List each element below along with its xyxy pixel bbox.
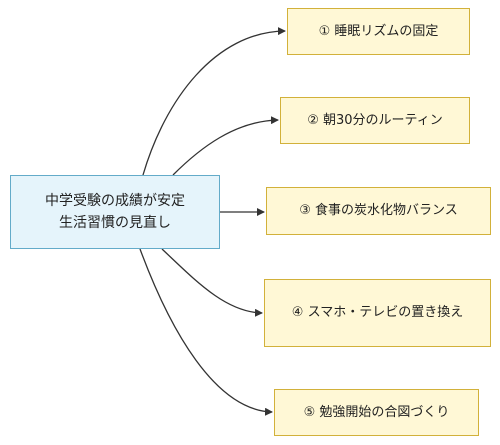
item-node-2-label: ② 朝30分のルーティン (307, 112, 443, 128)
root-node: 中学受験の成績が安定 生活習慣の見直し (10, 175, 220, 249)
item-node-3-label: ③ 食事の炭水化物バランス (299, 203, 458, 219)
item-node-3: ③ 食事の炭水化物バランス (266, 187, 491, 235)
root-node-line-2: 生活習慣の見直し (59, 215, 171, 231)
edge-root-to-item-4 (161, 248, 263, 317)
item-node-4-label: ④ スマホ・テレビの置き換え (291, 304, 464, 320)
edge-root-to-item-2 (172, 116, 279, 176)
item-node-1: ① 睡眠リズムの固定 (287, 8, 470, 55)
item-node-4: ④ スマホ・テレビの置き換え (264, 279, 491, 347)
item-node-2: ② 朝30分のルーティン (280, 97, 470, 144)
item-node-1-label: ① 睡眠リズムの固定 (318, 23, 439, 39)
edge-root-to-item-1 (142, 27, 286, 176)
item-node-5-label: ⑤ 勉強開始の合図づくり (303, 404, 450, 420)
edge-root-to-item-5 (139, 248, 273, 416)
root-node-line-1: 中学受験の成績が安定 (45, 192, 185, 209)
item-node-5: ⑤ 勉強開始の合図づくり (274, 389, 479, 436)
